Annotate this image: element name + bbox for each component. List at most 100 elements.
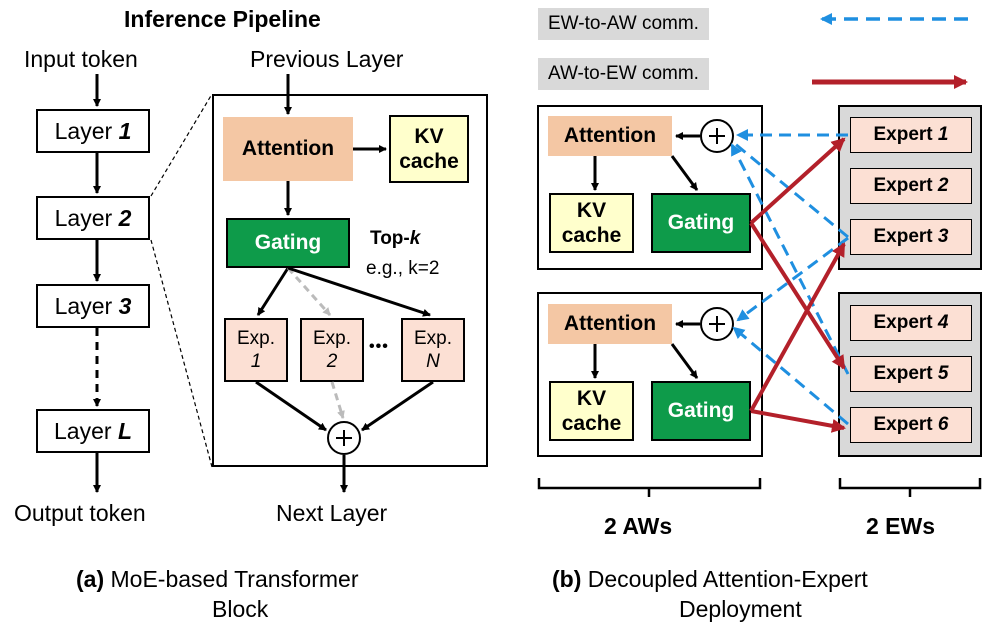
attention-label: Attention	[241, 137, 335, 160]
aw2-gating-box: Gating	[651, 381, 751, 441]
topk-example: e.g., k=2	[366, 258, 440, 279]
aw1-kv-line1: KV	[576, 199, 607, 222]
aw-group-brace	[537, 478, 762, 497]
aw2-kv-line2: cache	[561, 412, 622, 435]
expert-n-box: Exp.N	[401, 318, 465, 382]
caption-a-text: MoE-based Transformer	[104, 566, 359, 592]
expert-2-num: 2	[326, 351, 338, 372]
layer-1-number: 1	[118, 117, 132, 144]
comm-e3-to-aw2	[736, 236, 849, 322]
expert-4-label: Expert	[873, 312, 938, 333]
caption-b-text: Decoupled Attention-Expert	[581, 566, 868, 592]
layer-2-prefix: Layer	[54, 204, 119, 231]
comm-aw1-to-e1	[749, 137, 846, 225]
output-token-label: Output token	[14, 500, 146, 526]
caption-a-bold: (a)	[76, 566, 105, 592]
aw-group-label: 2 AWs	[604, 513, 673, 539]
expert-2-box: Exp.2	[300, 318, 364, 382]
aw2-attention-box: Attention	[548, 304, 672, 344]
comm-aw2-to-e3	[749, 242, 846, 412]
expert-3: Expert 3	[850, 219, 972, 255]
topk-prefix: Top-	[370, 228, 410, 249]
comm-aw1-to-e5	[749, 221, 846, 370]
layer-l-box: Layer L	[36, 409, 150, 453]
zoom-line-bottom	[150, 239, 213, 468]
ew-group-brace	[838, 478, 982, 497]
comm-aw2-to-e6	[750, 409, 846, 433]
expert-1-label: Exp.	[236, 328, 276, 349]
expert-2-label: Expert	[873, 175, 938, 196]
expert-6-label: Expert	[873, 414, 938, 435]
caption-a-line1: (a) MoE-based Transformer	[76, 566, 359, 593]
expert-n-num: N	[426, 351, 440, 372]
aw1-gating-label: Gating	[667, 211, 735, 234]
zoom-line-top	[150, 93, 213, 197]
arrow-gating-to-exp1	[256, 267, 290, 316]
next-layer-label: Next Layer	[276, 500, 388, 526]
aw1-arrow-attention-to-gating	[670, 155, 699, 191]
aw1-sum-icon	[700, 119, 734, 153]
layer-2-number: 2	[118, 204, 132, 231]
arrow-exp2-to-sum	[330, 381, 345, 419]
comm-e5-to-aw1	[730, 143, 850, 375]
expert-2: Expert 2	[850, 168, 972, 204]
expert-4: Expert 4	[850, 305, 972, 341]
expert-1-box: Exp.1	[224, 318, 288, 382]
arrow-gating-to-expn	[287, 266, 431, 317]
aw1-attention-box: Attention	[548, 116, 672, 156]
expert-5-label: Expert	[873, 363, 938, 384]
aw2-kv-line1: KV	[576, 387, 607, 410]
expert-3-label: Expert	[873, 226, 938, 247]
layer-l-prefix: Layer	[54, 417, 118, 444]
experts-ellipsis: •••	[369, 338, 389, 355]
aw1-gating-box: Gating	[651, 193, 751, 253]
layer-3-box: Layer 3	[36, 284, 150, 328]
topk-label: Top-k	[370, 228, 420, 250]
kv-line1: KV	[414, 125, 444, 148]
aw2-kv-cache-box: KV cache	[549, 381, 634, 441]
expert-6-num: 6	[937, 414, 949, 435]
ew-group-label: 2 EWs	[866, 513, 936, 539]
expert-1-num: 1	[937, 124, 949, 145]
expert-1-label: Expert	[873, 124, 938, 145]
attention-box: Attention	[223, 117, 353, 181]
arrow-expn-to-sum	[361, 380, 434, 432]
layer-l-number: L	[117, 417, 132, 444]
legend-aw-to-ew-label: AW-to-EW comm.	[548, 63, 699, 84]
previous-layer-label: Previous Layer	[250, 46, 404, 72]
input-token-label: Input token	[24, 46, 138, 72]
aw2-arrow-attention-to-gating	[670, 343, 699, 379]
legend-ew-to-aw: EW-to-AW comm.	[538, 8, 709, 40]
caption-b-line1: (b) Decoupled Attention-Expert	[552, 566, 868, 593]
layer-2-box: Layer 2	[36, 196, 150, 240]
arrow-exp1-to-sum	[255, 380, 327, 432]
expert-6: Expert 6	[850, 407, 972, 443]
legend-aw-to-ew: AW-to-EW comm.	[538, 58, 709, 90]
caption-b-bold: (b)	[552, 566, 582, 592]
layer-1-box: Layer 1	[36, 109, 150, 153]
kv-cache-box: KV cache	[389, 115, 469, 183]
expert-5-num: 5	[937, 363, 949, 384]
aw1-kv-cache-box: KV cache	[549, 193, 634, 253]
layer-3-number: 3	[118, 292, 132, 319]
aw1-attention-label: Attention	[563, 124, 657, 147]
sum-icon	[327, 421, 361, 455]
expert-4-num: 4	[937, 312, 949, 333]
layer-1-prefix: Layer	[54, 117, 119, 144]
arrow-gating-to-exp2	[286, 267, 332, 316]
kv-line2: cache	[399, 150, 459, 173]
expert-1-num: 1	[250, 351, 262, 372]
topk-k: k	[409, 228, 421, 249]
expert-1: Expert 1	[850, 117, 972, 153]
expert-2-label: Exp.	[312, 328, 352, 349]
caption-a-line2: Block	[212, 596, 269, 622]
layer-3-prefix: Layer	[54, 292, 119, 319]
gating-box: Gating	[226, 218, 350, 268]
aw2-gating-label: Gating	[667, 399, 735, 422]
comm-e3-to-aw1	[733, 141, 849, 239]
caption-b-line2: Deployment	[679, 596, 802, 622]
expert-3-num: 3	[937, 226, 949, 247]
transformer-block-detail	[212, 94, 488, 467]
aw2-sum-icon	[700, 307, 734, 341]
